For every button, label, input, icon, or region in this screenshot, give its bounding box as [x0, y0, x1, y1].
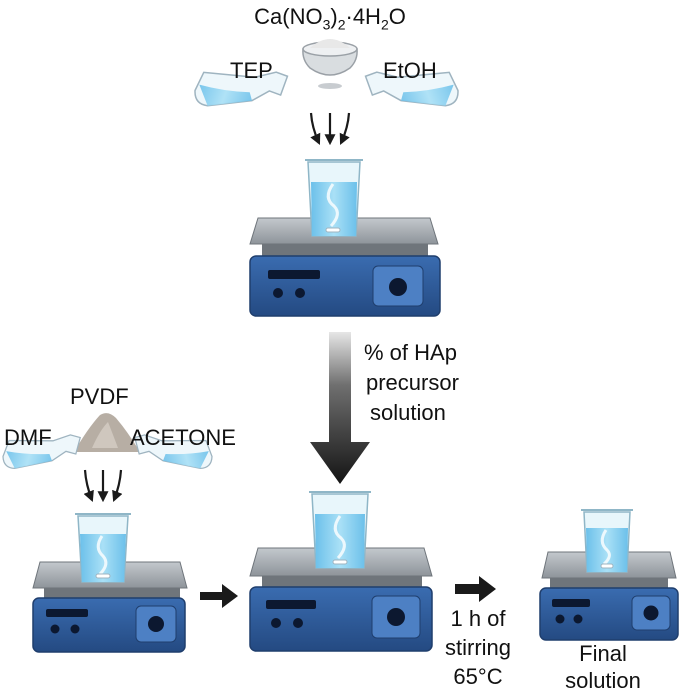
- stirring-label-line2: stirring: [444, 635, 512, 660]
- bowl-icon: [302, 39, 358, 89]
- etoh-label: EtOH: [383, 58, 437, 83]
- powder-pile-icon: [74, 413, 140, 452]
- calcium-nitrate-label: Ca(NO3)2·4H2O: [254, 4, 406, 33]
- beaker-icon: [75, 513, 131, 583]
- stirring-label-line3: 65°C: [453, 664, 503, 689]
- final-label-line2: solution: [565, 668, 641, 693]
- magnetic-stirrer: [32, 561, 188, 653]
- acetone-label: ACETONE: [130, 425, 236, 450]
- process-arrow: [200, 584, 238, 608]
- transfer-label-line3: solution: [370, 400, 446, 425]
- flask-icon: [364, 71, 459, 107]
- flask-icon: [2, 434, 82, 470]
- flask-icon: [194, 71, 289, 107]
- process-arrow: [455, 576, 496, 602]
- pvdf-label: PVDF: [70, 384, 129, 409]
- beaker-icon: [309, 491, 371, 569]
- beaker-icon: [581, 509, 633, 573]
- final-label-line1: Final: [579, 641, 627, 666]
- dmf-label: DMF: [4, 425, 52, 450]
- magnetic-stirrer: [249, 217, 441, 317]
- stirring-label-line1: 1 h of: [450, 606, 506, 631]
- flask-icon: [133, 434, 213, 470]
- pour-arrows: [309, 112, 351, 146]
- magnetic-stirrer: [249, 547, 433, 652]
- beaker-icon: [305, 159, 363, 237]
- transfer-arrow: [310, 332, 370, 484]
- tep-label: TEP: [230, 58, 273, 83]
- pour-arrows: [83, 469, 123, 503]
- transfer-label-line1: % of HAp: [364, 340, 457, 365]
- transfer-label-line2: precursor: [366, 370, 459, 395]
